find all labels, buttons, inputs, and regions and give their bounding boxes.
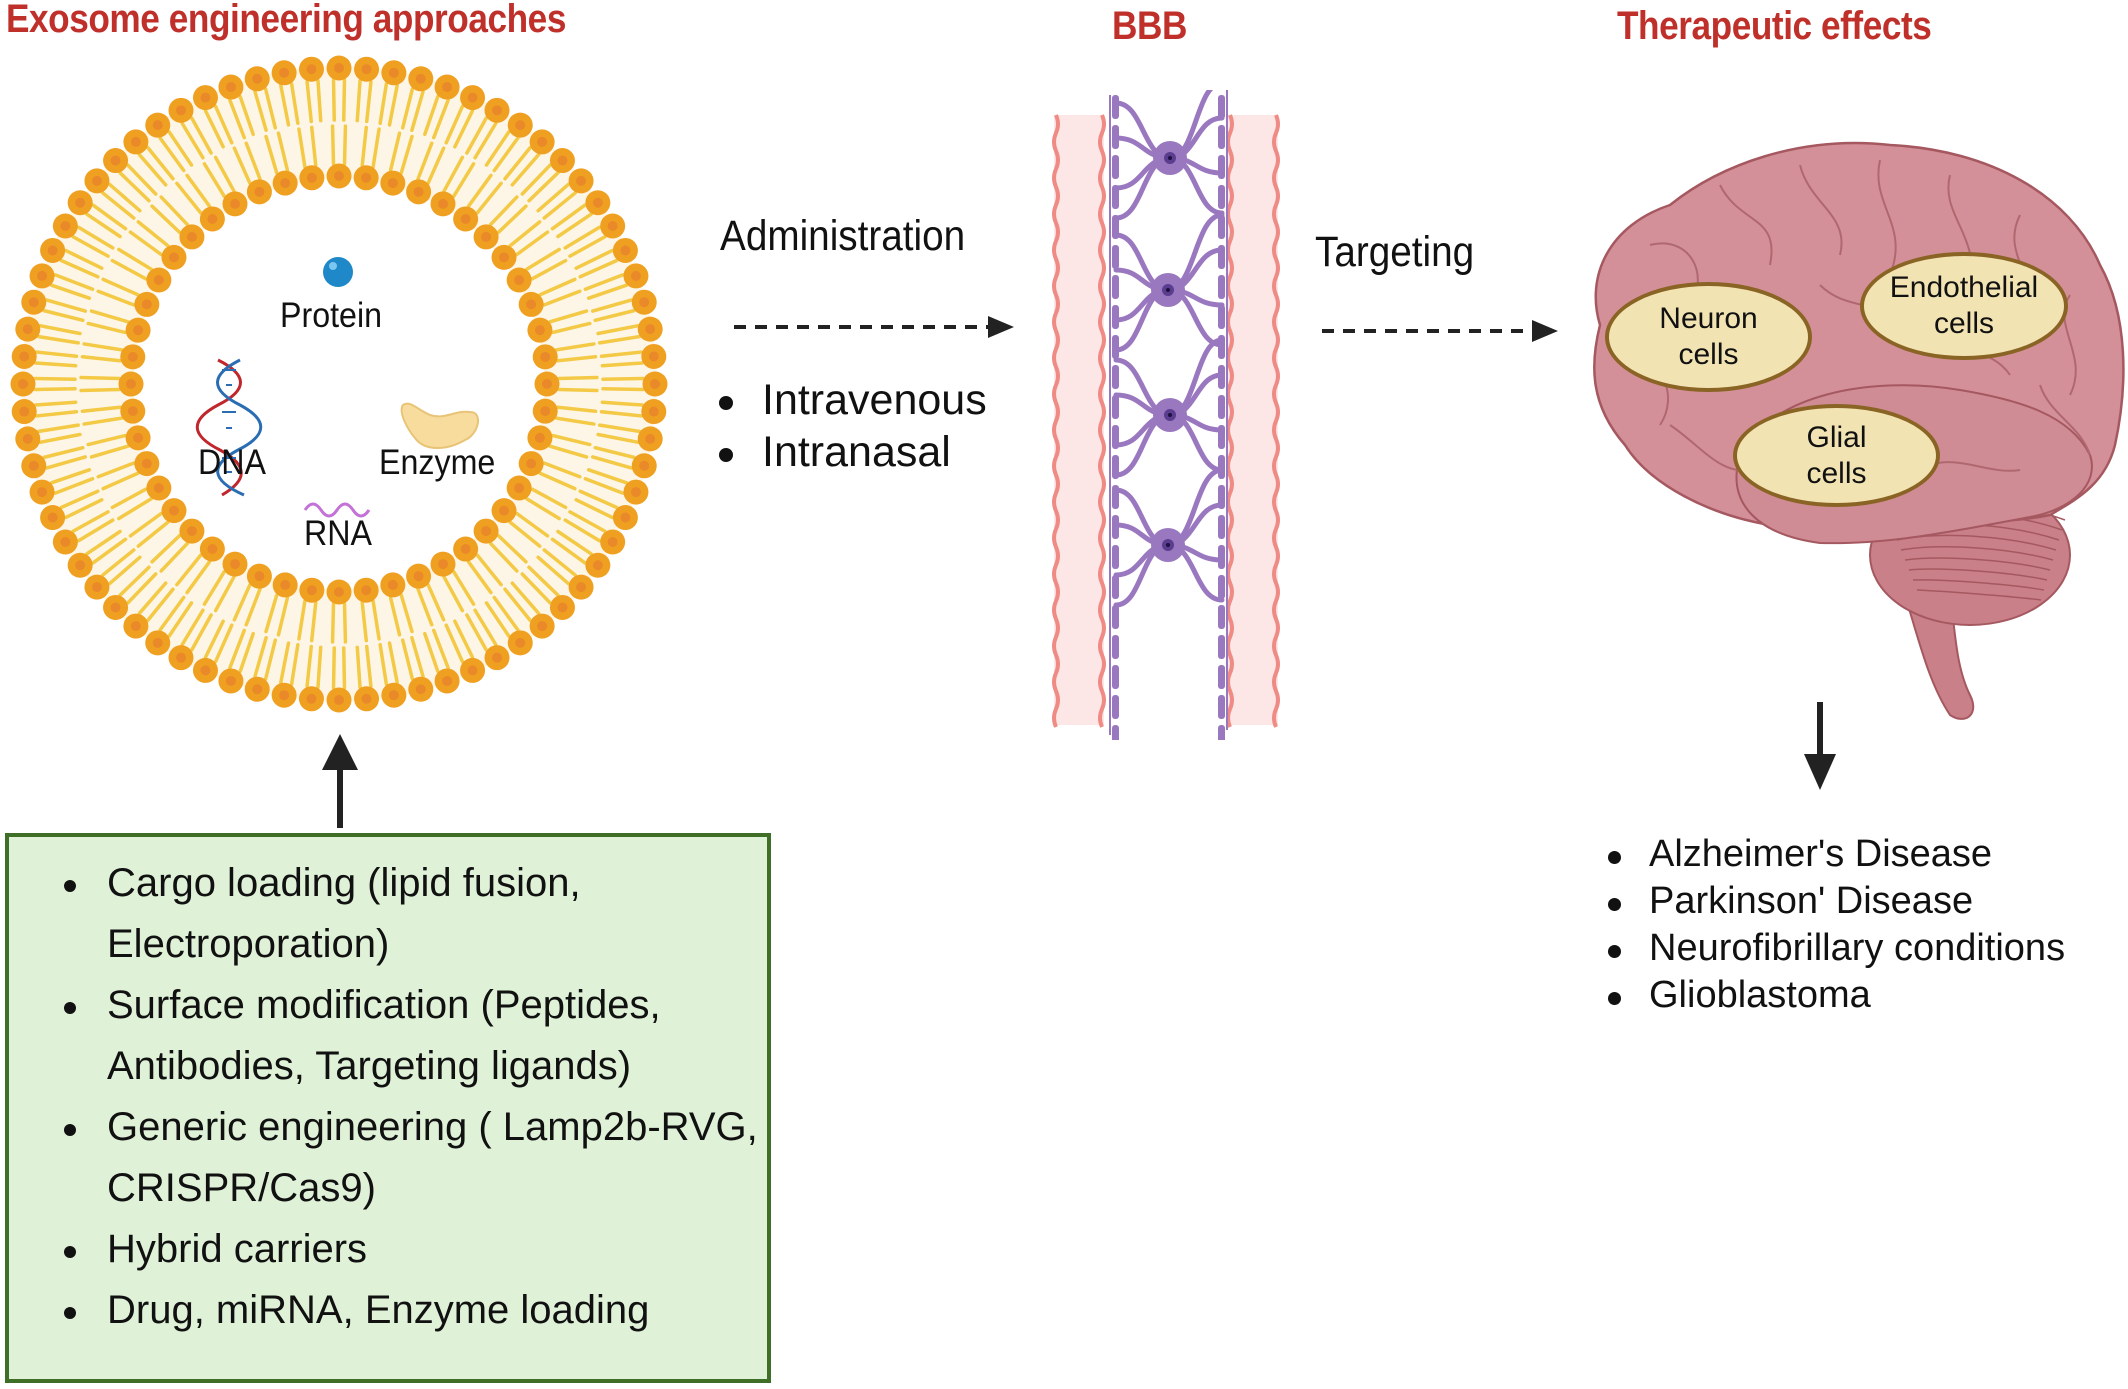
engineering-approaches-box: Cargo loading (lipid fusion,Electroporat… [5, 833, 771, 1383]
exosome-section-title: Exosome engineering approaches [6, 0, 566, 41]
route-item: Intranasal [716, 426, 987, 478]
astrocyte [1113, 337, 1225, 478]
lipid-tails [21, 66, 657, 702]
bullet-icon [719, 396, 733, 410]
region-glial-cells: Glial cells [1733, 404, 1940, 507]
engineering-item: Cargo loading (lipid fusion,Electroporat… [59, 853, 758, 975]
bullet-icon [1608, 898, 1621, 911]
rna-icon [303, 502, 371, 518]
disease-list: Alzheimer's Disease Parkinson' Disease N… [1605, 831, 2065, 1019]
enzyme-icon [400, 402, 479, 449]
engineering-item: Drug, miRNA, Enzyme loading [59, 1280, 758, 1341]
administration-arrow-icon [734, 316, 1014, 338]
astrocyte [1113, 467, 1225, 608]
astrocyte [1113, 90, 1225, 221]
region-endothelial-cells: Endothelial cells [1860, 252, 2068, 360]
bullet-icon [1608, 851, 1621, 864]
bullet-icon [719, 448, 733, 462]
bullet-icon [1608, 945, 1621, 958]
therapeutic-section-title: Therapeutic effects [1617, 4, 1932, 48]
bullet-icon [64, 880, 76, 892]
bullet-icon [64, 1002, 76, 1014]
bbb-section-title: BBB [1112, 4, 1187, 48]
bullet-icon [1608, 992, 1621, 1005]
engineering-approaches-list: Cargo loading (lipid fusion,Electroporat… [59, 853, 758, 1341]
targeting-arrow-icon [1322, 320, 1558, 342]
exosome-illustration [10, 55, 668, 713]
bullet-icon [64, 1307, 76, 1319]
vessel-wall-right [1226, 114, 1280, 728]
lipid-heads [10, 55, 668, 713]
enzyme-label: Enzyme [379, 443, 496, 482]
down-arrow-icon [1804, 702, 1836, 790]
dna-label: DNA [198, 443, 266, 482]
disease-item: Glioblastoma [1605, 972, 2065, 1019]
bullet-icon [64, 1124, 76, 1136]
vessel-wall-left [1052, 114, 1106, 728]
engineering-item: Hybrid carriers [59, 1219, 758, 1280]
up-arrow-icon [322, 734, 358, 828]
disease-item: Alzheimer's Disease [1605, 831, 2065, 878]
disease-item: Parkinson' Disease [1605, 878, 2065, 925]
engineering-item: Surface modification (Peptides,Antibodie… [59, 975, 758, 1097]
protein-label: Protein [280, 296, 383, 335]
region-neuron-cells: Neuron cells [1605, 282, 1812, 392]
bbb-illustration [1052, 90, 1280, 740]
rna-label: RNA [304, 514, 372, 553]
brainstem [1903, 594, 1975, 720]
administration-label: Administration [720, 212, 966, 260]
targeting-label: Targeting [1315, 228, 1475, 276]
disease-item: Neurofibrillary conditions [1605, 925, 2065, 972]
astrocytes [1113, 90, 1225, 608]
engineering-item: Generic engineering ( Lamp2b-RVG,CRISPR/… [59, 1097, 758, 1219]
astrocyte [1113, 212, 1225, 353]
protein-icon [323, 257, 353, 287]
administration-routes-list: Intravenous Intranasal [716, 374, 987, 478]
route-item: Intravenous [716, 374, 987, 426]
dna-icon [195, 358, 263, 497]
bullet-icon [64, 1246, 76, 1258]
